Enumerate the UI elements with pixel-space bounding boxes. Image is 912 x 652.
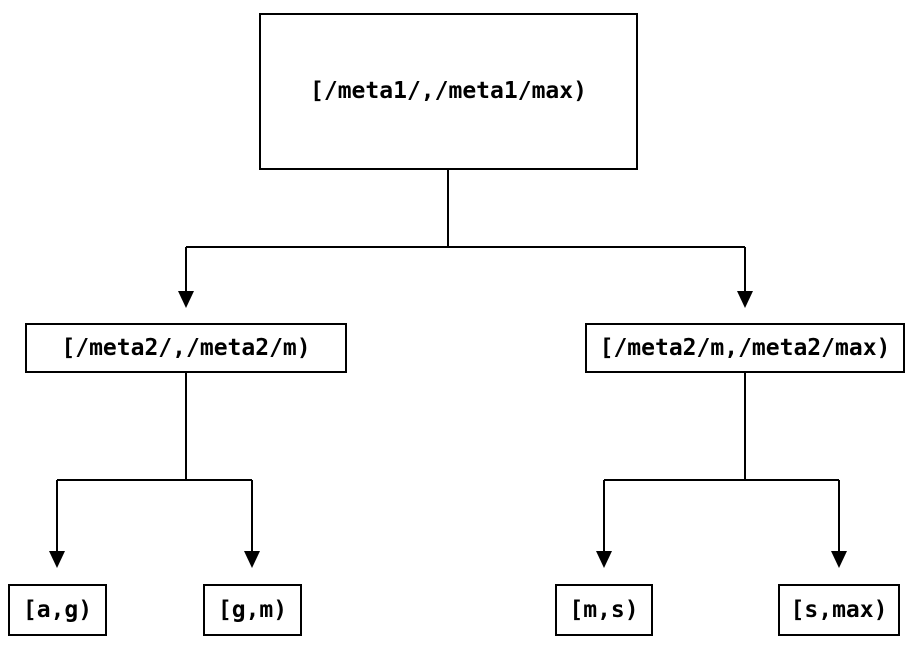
node-meta2-left-label: [/meta2/,/meta2/m) [61, 334, 311, 361]
node-leaf-a-g: [a,g) [8, 584, 107, 636]
node-leaf-s-max-label: [s,max) [790, 596, 888, 623]
connector-right-to-leaves [603, 373, 840, 551]
arrowhead-down-icon [244, 551, 260, 568]
node-meta2-right-label: [/meta2/m,/meta2/max) [599, 334, 891, 361]
arrowhead-down-icon [49, 551, 65, 568]
connector-left-to-leaves [56, 373, 253, 551]
node-root-label: [/meta1/,/meta1/max) [310, 78, 587, 104]
arrowhead-down-icon [831, 551, 847, 568]
arrowhead-down-icon [596, 551, 612, 568]
connector-root-to-children [185, 170, 746, 291]
node-leaf-g-m-label: [g,m) [217, 596, 288, 623]
node-root: [/meta1/,/meta1/max) [259, 13, 638, 170]
node-leaf-m-s: [m,s) [555, 584, 653, 636]
node-leaf-g-m: [g,m) [203, 584, 302, 636]
node-meta2-left: [/meta2/,/meta2/m) [25, 323, 347, 373]
node-meta2-right: [/meta2/m,/meta2/max) [585, 323, 905, 373]
node-leaf-a-g-label: [a,g) [22, 596, 93, 623]
node-leaf-s-max: [s,max) [778, 584, 900, 636]
arrowhead-down-icon [178, 291, 194, 308]
arrowhead-down-icon [737, 291, 753, 308]
node-leaf-m-s-label: [m,s) [569, 596, 639, 623]
